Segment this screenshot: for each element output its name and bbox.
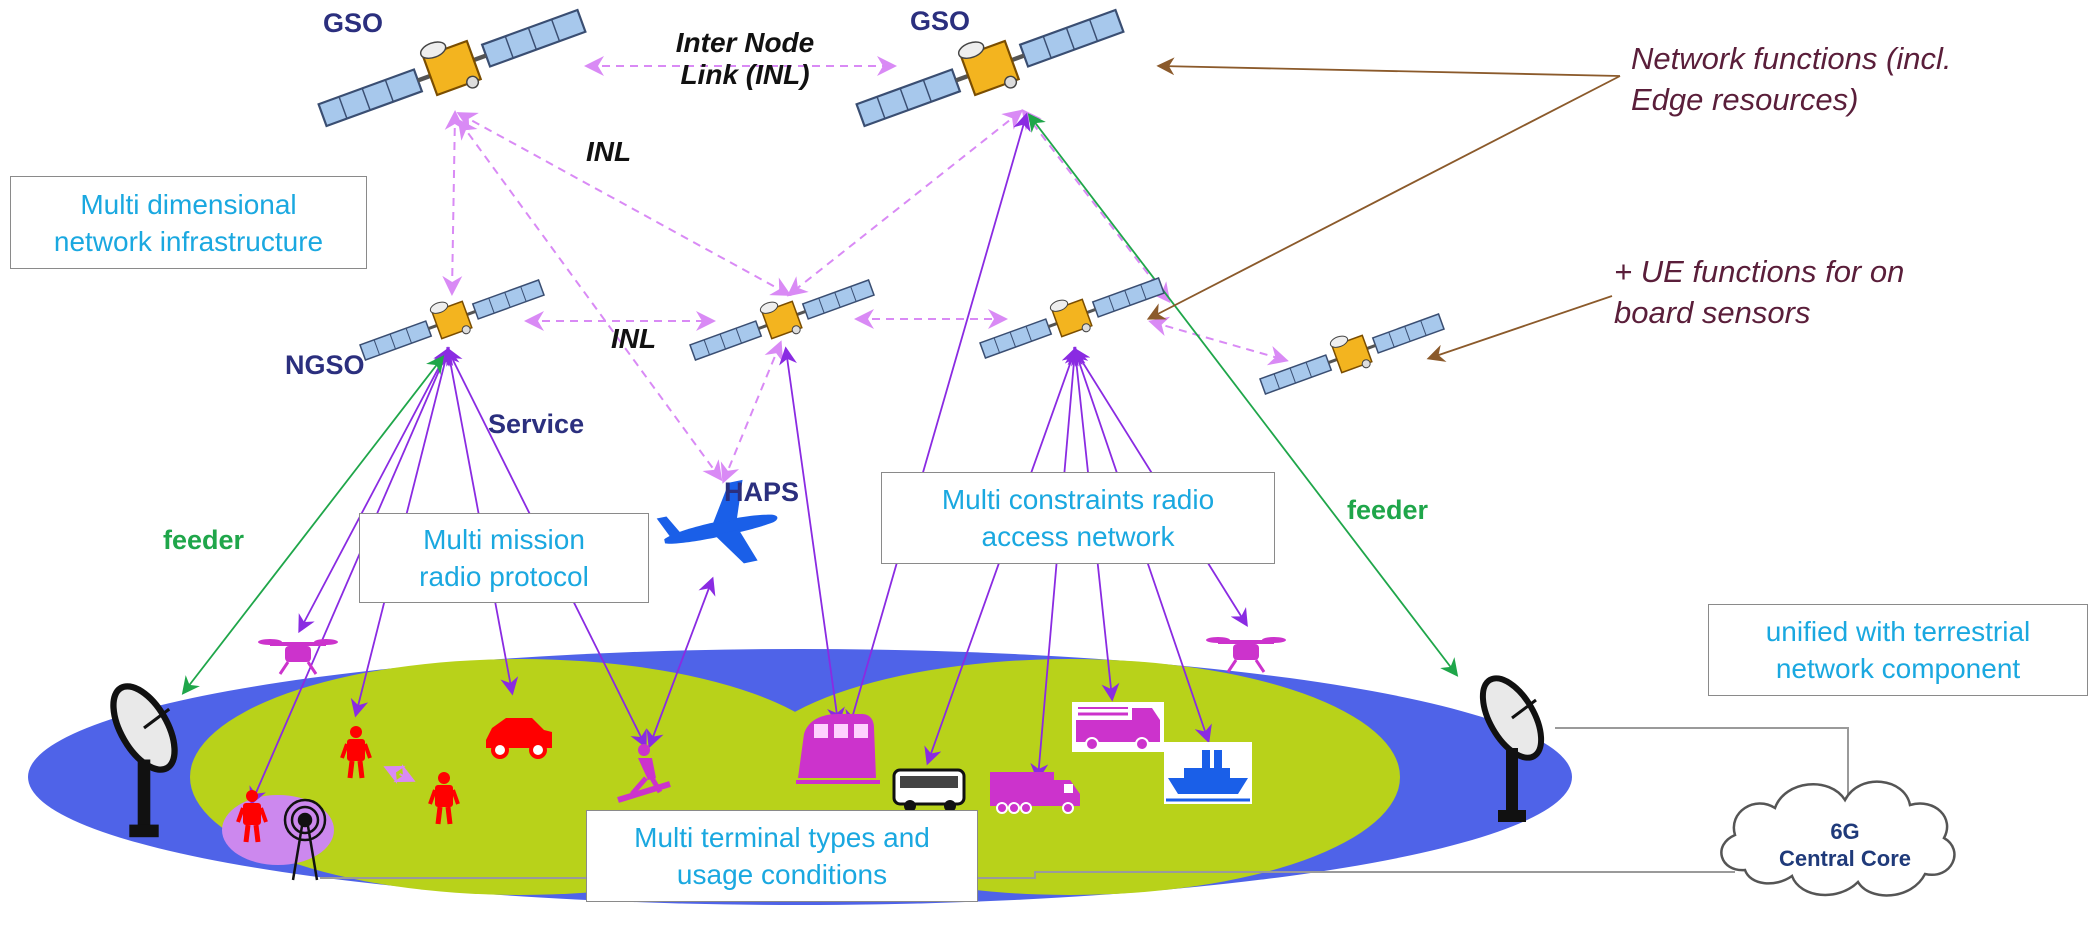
- ngso-satellite-4: [1254, 300, 1449, 405]
- inter-node-link-label: Inter Node Link (INL): [650, 27, 840, 91]
- network-functions-line-2: Edge resources): [1631, 82, 1859, 117]
- ngso-label: NGSO: [285, 350, 365, 380]
- multi-mission-line-2: radio protocol: [419, 561, 589, 592]
- service-label: Service: [488, 409, 585, 439]
- ue-functions-line-1: + UE functions for on: [1614, 254, 1905, 289]
- multi-terminal-box: Multi terminal types and usage condition…: [586, 810, 978, 902]
- gso-label-right: GSO: [910, 6, 971, 36]
- ngso-satellite-2: [684, 266, 879, 371]
- mobile-user-icon: [617, 744, 671, 803]
- multi-terminal-line-2: usage conditions: [676, 859, 888, 890]
- unified-terrestrial-line-1: unified with terrestrial: [1765, 616, 2031, 647]
- gso-satellite-right: [850, 0, 1128, 140]
- annotation-arrows: [1146, 57, 1621, 362]
- central-core-line-2: Central Core: [1778, 846, 1912, 871]
- multi-terminal-line-1: Multi terminal types and: [634, 822, 930, 853]
- ship-icon: [1164, 742, 1252, 804]
- haps-label: HAPS: [724, 477, 800, 507]
- gso-label-left: GSO: [323, 8, 384, 38]
- inl-label-top: INL: [586, 136, 632, 167]
- ngso-satellite-3: [974, 264, 1169, 369]
- inl-label-mid: INL: [611, 323, 657, 354]
- network-functions-line-1: Network functions (incl.: [1631, 41, 1952, 76]
- multi-dimensional-box: Multi dimensional network infrastructure: [10, 176, 367, 269]
- bus-icon: [892, 768, 966, 812]
- unified-terrestrial-box: unified with terrestrial network compone…: [1708, 604, 2088, 696]
- central-core-label: 6G Central Core: [1770, 818, 1920, 872]
- feeder-links: [181, 113, 1459, 695]
- ue-functions-annotation: + UE functions for on board sensors: [1614, 251, 2014, 333]
- multi-dimensional-line-1: Multi dimensional: [80, 188, 297, 220]
- car-icon: [486, 718, 552, 759]
- inter-node-link-line-2: Link (INL): [680, 59, 810, 90]
- truck-icon: [990, 772, 1080, 814]
- haps-plane-icon: [656, 479, 778, 564]
- multi-mission-box: Multi mission radio protocol: [359, 513, 649, 603]
- train-icon: [796, 714, 880, 784]
- inter-node-link-line-1: Inter Node: [675, 27, 815, 58]
- multi-constraints-line-2: access network: [981, 521, 1175, 552]
- multi-mission-line-1: Multi mission: [423, 524, 585, 555]
- drone-icon-right: [1204, 635, 1288, 674]
- feeder-label-right: feeder: [1347, 495, 1429, 525]
- fire-truck-icon: [1072, 702, 1164, 752]
- central-core-line-1: 6G: [1830, 819, 1860, 844]
- ue-functions-line-2: board sensors: [1614, 295, 1811, 330]
- multi-constraints-box: Multi constraints radio access network: [881, 472, 1275, 564]
- cloud-shape: [1720, 780, 1956, 897]
- unified-terrestrial-line-2: network component: [1775, 653, 2021, 684]
- drone-icon-left: [256, 637, 340, 676]
- network-functions-annotation: Network functions (incl. Edge resources): [1631, 38, 2051, 120]
- multi-dimensional-line-2: network infrastructure: [53, 225, 324, 257]
- antenna-tower-icon: [283, 798, 327, 881]
- feeder-label-left: feeder: [163, 525, 245, 555]
- multi-constraints-line-1: Multi constraints radio: [941, 484, 1215, 515]
